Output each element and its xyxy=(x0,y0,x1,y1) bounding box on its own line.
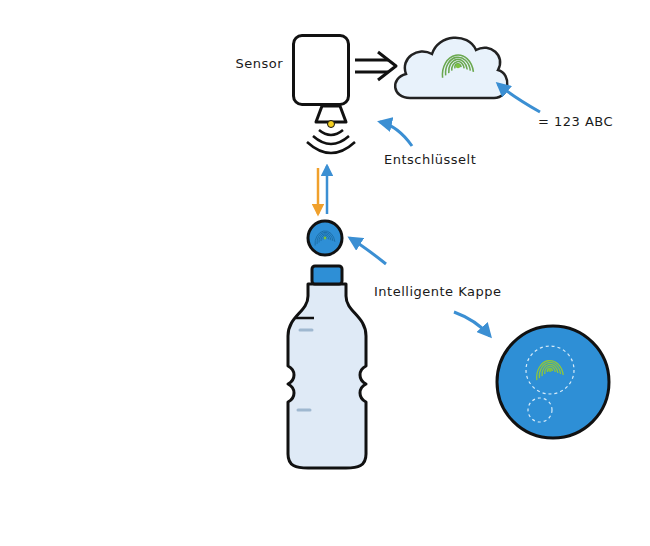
callout-label: Entschlüsselt xyxy=(384,152,476,167)
fingerprint xyxy=(537,361,564,381)
bottle xyxy=(288,284,366,468)
callout-arrow xyxy=(498,84,540,112)
node-label: Sensor xyxy=(235,56,283,71)
fingerprint-ridge xyxy=(446,57,471,75)
sensor-box: Sensor xyxy=(292,34,350,106)
fingerprint xyxy=(442,55,473,78)
data-arrow-head xyxy=(378,52,396,80)
callout-arrow xyxy=(454,312,490,336)
fingerprint-ridge xyxy=(455,64,461,69)
signal-arrow xyxy=(326,166,329,214)
fingerprint-ridge xyxy=(547,368,552,372)
signal-arrow xyxy=(317,168,320,214)
data-arrow xyxy=(355,60,388,72)
fingerprint-ridge xyxy=(452,62,464,71)
fingerprint-ridge xyxy=(537,361,564,381)
callout-label: Intelligente Kappe xyxy=(374,284,502,299)
fingerprint-ridge xyxy=(323,237,327,240)
fingerprint-ridge xyxy=(321,235,329,241)
callout-arrow xyxy=(380,122,412,146)
smart-cap-large xyxy=(497,326,609,438)
fingerprint-dot xyxy=(324,237,327,240)
bottle-label-line xyxy=(296,317,314,320)
sensor-nozzle xyxy=(316,106,346,122)
fingerprint-ridge xyxy=(319,234,331,243)
chip-area xyxy=(526,346,574,394)
fingerprint-ridge xyxy=(442,55,473,78)
fingerprint-ridge xyxy=(545,366,556,374)
fingerprint-ridge xyxy=(317,232,333,244)
fingerprint-ridge xyxy=(542,364,558,376)
fingerprint-ridge xyxy=(449,59,468,73)
sensor-led xyxy=(328,121,335,128)
bottle-highlight xyxy=(298,330,312,410)
fingerprint-dot xyxy=(456,64,460,68)
callout-arrow xyxy=(350,238,386,264)
signal-wave xyxy=(307,142,355,153)
fingerprint-dot xyxy=(548,368,552,372)
bottle-cap xyxy=(312,266,342,284)
cloud xyxy=(395,38,507,98)
fingerprint xyxy=(315,231,335,246)
fingerprint-ridge xyxy=(539,362,560,378)
callout-label: = 123 ABC xyxy=(538,114,613,129)
antenna-area xyxy=(528,398,552,422)
fingerprint-ridge xyxy=(315,231,335,246)
smart-cap-small xyxy=(308,221,342,255)
signal-wave xyxy=(313,136,349,144)
signal-wave xyxy=(319,130,343,135)
